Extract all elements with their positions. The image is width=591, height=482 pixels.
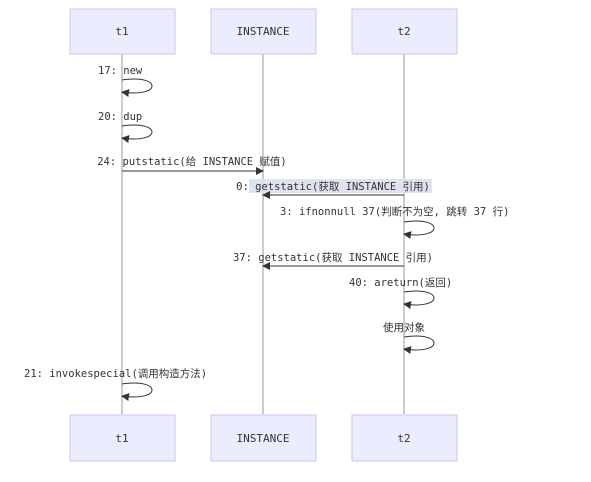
actor-instance-top: INSTANCE [210, 8, 317, 55]
message-label-20-dup: 20: dup [98, 111, 142, 123]
actor-t2-bottom: t2 [351, 414, 458, 462]
actor-t2-top: t2 [351, 8, 458, 55]
actor-label-instance-bottom: INSTANCE [237, 432, 290, 445]
actor-t1-bottom: t1 [69, 414, 176, 462]
message-37-getstatic: 37: getstatic(获取 INSTANCE 引用) [233, 251, 433, 270]
message-17-new: 17: new [98, 65, 153, 97]
message-24-putstatic: 24: putstatic(给 INSTANCE 赋值) [97, 155, 287, 175]
message-label-40-areturn: 40: areturn(返回) [349, 277, 452, 289]
actor-t1-top: t1 [69, 8, 176, 55]
message-label-0-getstatic: 0: getstatic(获取 INSTANCE 引用) [236, 180, 430, 193]
actor-label-t2-top: t2 [397, 25, 410, 38]
message-label-24-putstatic: 24: putstatic(给 INSTANCE 赋值) [97, 155, 287, 168]
message-21-invokespecial: 21: invokespecial(调用构造方法) [24, 367, 207, 401]
message-40-areturn: 40: areturn(返回) [349, 277, 452, 309]
message-20-dup: 20: dup [98, 111, 153, 143]
message-3-ifnonnull: 3: ifnonnull 37(判断不为空, 跳转 37 行) [280, 205, 509, 239]
actor-label-instance-top: INSTANCE [237, 25, 290, 38]
message-label-17-new: 17: new [98, 65, 143, 77]
actor-label-t1-top: t1 [115, 25, 128, 38]
message-label-3-ifnonnull: 3: ifnonnull 37(判断不为空, 跳转 37 行) [280, 205, 509, 218]
actor-label-t2-bottom: t2 [397, 432, 410, 445]
message-label-21-invokespecial: 21: invokespecial(调用构造方法) [24, 367, 207, 380]
actor-instance-bottom: INSTANCE [210, 414, 317, 462]
message-label-37-getstatic: 37: getstatic(获取 INSTANCE 引用) [233, 251, 433, 264]
message-label-use-object: 使用对象 [383, 321, 425, 334]
message-use-object: 使用对象 [383, 321, 435, 354]
message-0-getstatic: 0: getstatic(获取 INSTANCE 引用) [236, 179, 432, 199]
actor-label-t1-bottom: t1 [115, 432, 128, 445]
text-selection-highlight [249, 179, 432, 193]
